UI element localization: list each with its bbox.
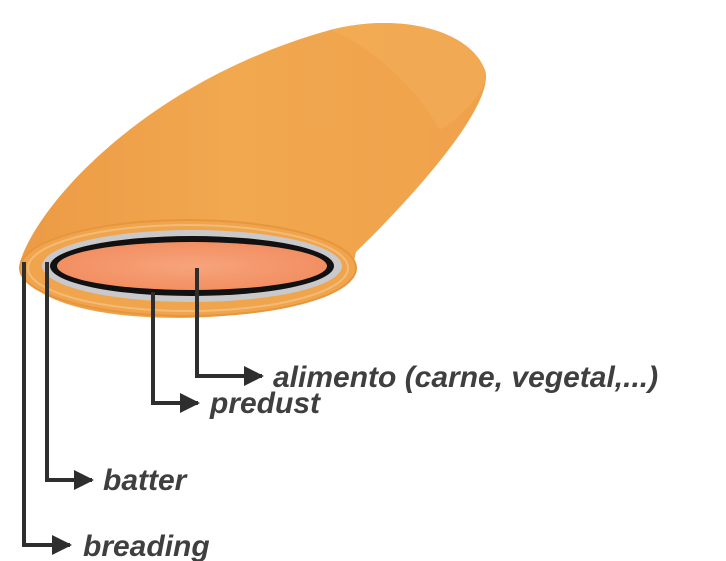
label-batter: batter <box>103 464 189 497</box>
label-food: alimento (carne, vegetal,...) <box>273 361 658 394</box>
food-core <box>57 242 327 290</box>
label-breading: breading <box>83 530 210 561</box>
label-predust: predust <box>209 387 322 420</box>
